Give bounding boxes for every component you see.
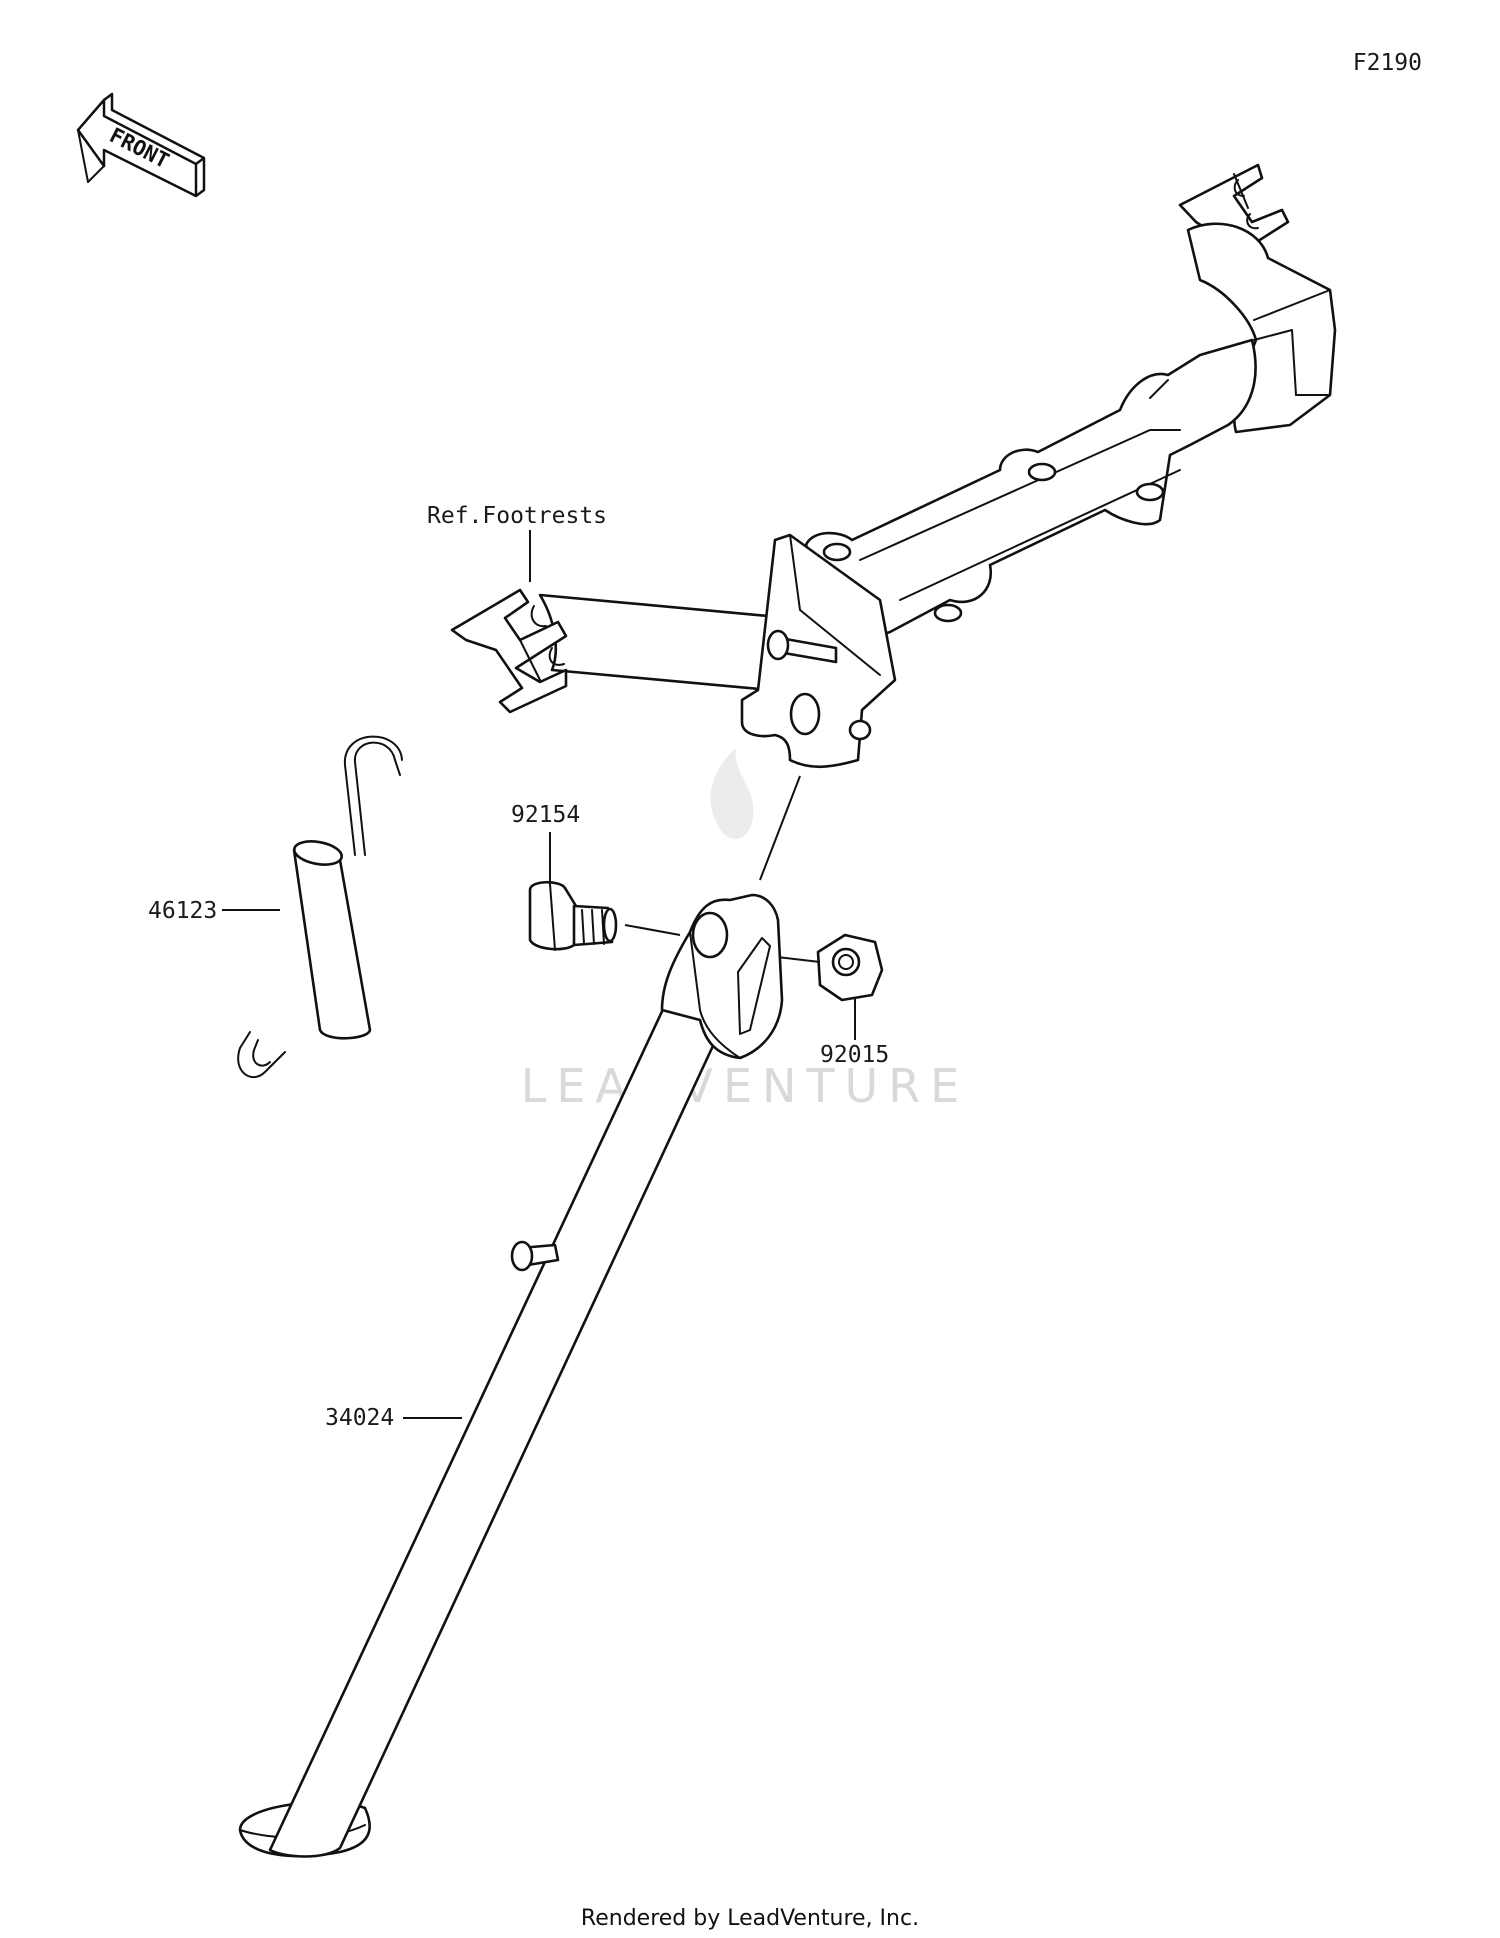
- alignment-line: [759, 775, 801, 881]
- nut-92015: [816, 933, 884, 1002]
- bolt-assembly-line: [624, 924, 681, 936]
- spring-46123: [237, 735, 403, 1078]
- part-number-46123: 46123: [148, 898, 217, 924]
- ref-footrests-label: Ref.Footrests: [427, 503, 607, 529]
- side-stand-34024: [238, 893, 784, 1858]
- part-number-34024: 34024: [325, 1405, 394, 1431]
- watermark: LEADVENTURE: [521, 748, 970, 1113]
- figure-code: F2190: [1353, 50, 1422, 76]
- footer-credit: Rendered by LeadVenture, Inc.: [581, 1906, 919, 1931]
- front-arrow-icon: FRONT: [76, 92, 206, 198]
- watermark-text: LEADVENTURE: [521, 1059, 970, 1113]
- bolt-92154: [528, 880, 618, 951]
- part-number-92015: 92015: [820, 1042, 889, 1068]
- part-number-92154: 92154: [511, 802, 580, 828]
- stand-bracket: [450, 163, 1337, 769]
